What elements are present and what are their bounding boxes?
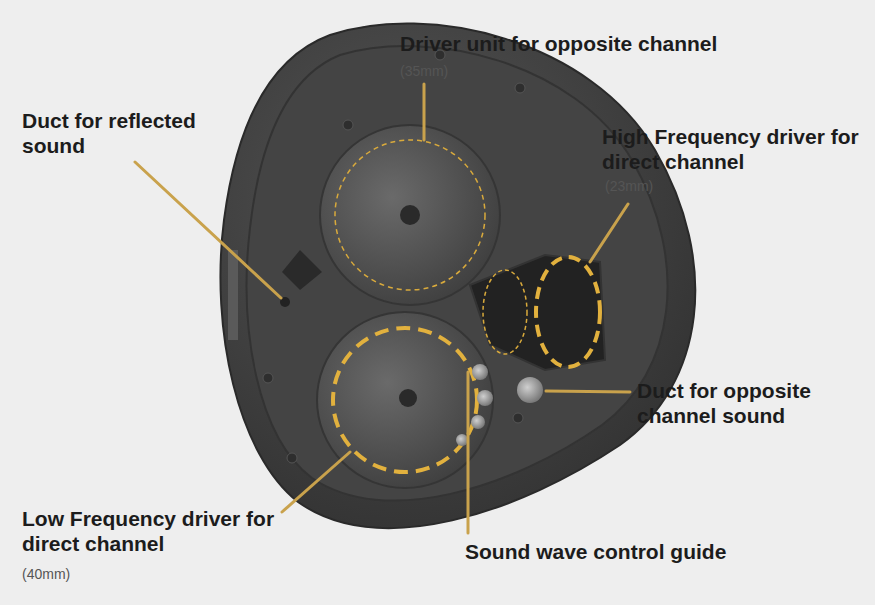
earphone-housing	[220, 24, 695, 528]
screw	[515, 83, 525, 93]
dimension-label: (23mm)	[605, 178, 725, 195]
guide-pin	[471, 415, 485, 429]
guide-pin	[477, 390, 493, 406]
leader-line	[590, 204, 628, 262]
callout-label: High Frequency driver for direct channel	[602, 124, 870, 174]
opposite-driver-outline	[335, 140, 485, 290]
screw	[343, 120, 353, 130]
hf-driver-outline	[536, 257, 600, 367]
dimension-label: (40mm)	[22, 566, 142, 583]
screw	[287, 453, 297, 463]
opposite-driver	[320, 125, 500, 305]
hf-driver-inner	[483, 270, 527, 354]
callout-label: Driver unit for opposite channel	[400, 31, 860, 56]
leader-lines	[135, 84, 630, 533]
leader-line	[135, 162, 281, 298]
opposite-driver-center	[400, 205, 420, 225]
callout-label: Duct for opposite channel sound	[637, 378, 867, 428]
opposite-duct	[517, 377, 543, 403]
inner-plate	[247, 46, 668, 500]
reflected-duct	[282, 250, 322, 290]
callout-label: Sound wave control guide	[465, 539, 865, 564]
leader-line	[423, 84, 426, 140]
screw	[263, 373, 273, 383]
leader-line	[546, 391, 630, 392]
screw	[513, 413, 523, 423]
callout-label: Duct for reflected sound	[22, 108, 212, 158]
guide-pin	[472, 364, 488, 380]
leader-line	[282, 452, 350, 512]
lf-driver-center	[399, 389, 417, 407]
side-edge	[228, 250, 238, 340]
lf-driver-outline	[333, 328, 477, 472]
leader-line	[467, 372, 470, 533]
dimension-label: (35mm)	[400, 63, 520, 80]
hf-driver-housing	[470, 255, 605, 370]
callout-label: Low Frequency driver for direct channel	[22, 506, 292, 556]
guide-pin	[456, 434, 468, 446]
